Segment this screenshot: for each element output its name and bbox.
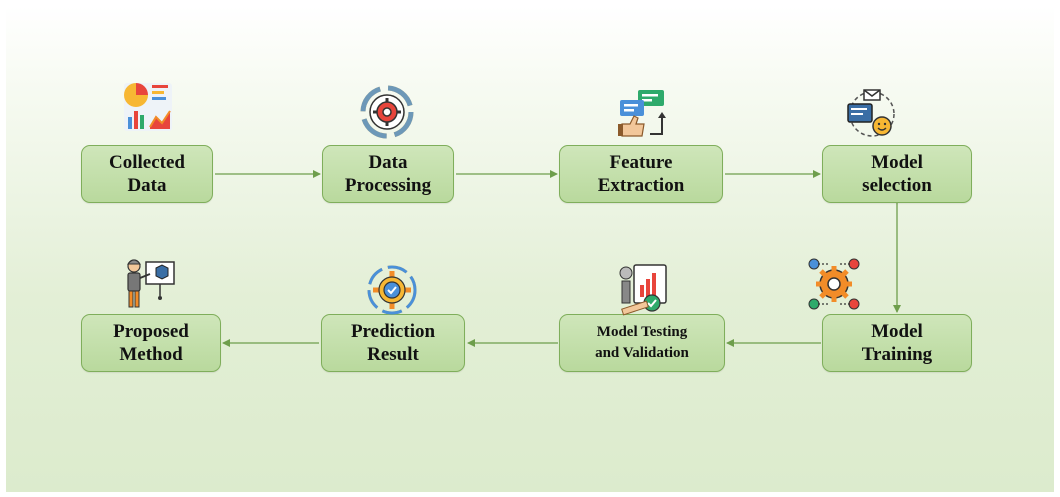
node-model-selection: Model selection: [822, 145, 972, 203]
node-proposed-method: Proposed Method: [81, 314, 221, 372]
presenter-board-icon: [126, 259, 175, 308]
node-model-training: Model Training: [822, 314, 972, 372]
diagram-canvas: Collected Data Data Processing Feature E…: [6, 6, 1054, 492]
node-feature-extraction: Feature Extraction: [559, 145, 723, 203]
node-model-testing-validation: Model Testing and Validation: [559, 314, 725, 372]
gear-network-icon: [808, 258, 860, 310]
node-prediction-result: Prediction Result: [321, 314, 465, 372]
node-collected-data: Collected Data: [81, 145, 213, 203]
report-checkmark-icon: [619, 264, 667, 316]
chat-thumbs-up-icon: [618, 90, 666, 137]
gear-check-cycle-icon: [367, 265, 417, 315]
charts-dashboard-icon: [124, 83, 172, 131]
email-monitor-person-icon: [847, 89, 895, 137]
node-data-processing: Data Processing: [322, 145, 454, 203]
gear-cycle-icon: [360, 85, 414, 139]
connector-layer: [215, 170, 901, 347]
